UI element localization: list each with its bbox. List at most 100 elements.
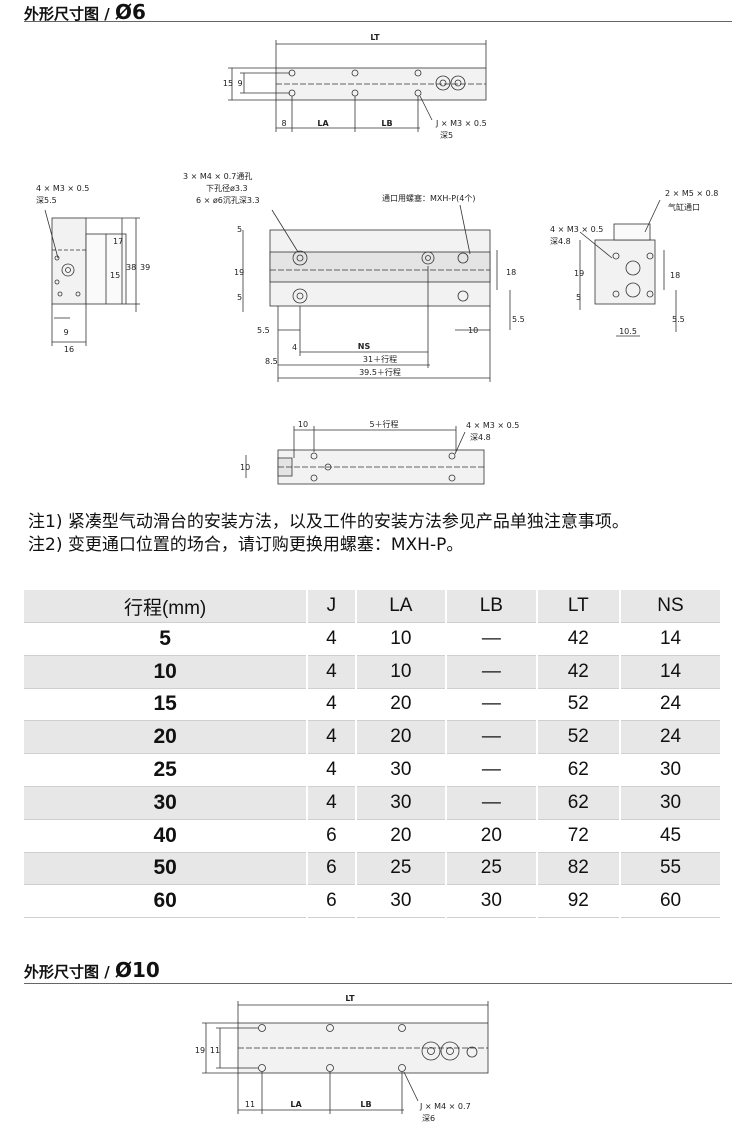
cell-lb: 20 (446, 819, 538, 853)
header-j: J (307, 590, 357, 623)
cell-stroke: 5 (24, 622, 309, 656)
label-h39: 39 (140, 263, 150, 272)
cell-la: 20 (355, 688, 448, 721)
label-bottom-thread: 4 × M3 × 0.5 (466, 421, 519, 430)
table-row: 60 6 30 30 92 60 (24, 884, 722, 918)
label-left-depth: 深5.5 (36, 196, 57, 205)
section-divider (24, 983, 732, 984)
label-counterbore: 6 × ø6沉孔深3.3 (196, 196, 260, 205)
bore-size-label: Ø10 (114, 958, 160, 982)
cell-lb: — (446, 655, 538, 689)
label-lb: LB (381, 119, 392, 128)
cell-ns: 55 (620, 852, 722, 885)
cell-la: 30 (355, 786, 448, 820)
label-bottom-stroke: 5＋行程 (369, 419, 398, 429)
label-bottom-h10: 10 (240, 463, 250, 472)
label-right-depth: 深4.8 (550, 237, 571, 246)
cell-ns: 30 (620, 786, 722, 820)
label-h38: 38 (126, 263, 136, 272)
notes: 注1) 紧凑型气动滑台的安装方法，以及工件的安装方法参见产品单独注意事项。 注2… (28, 511, 629, 557)
cell-la: 30 (355, 753, 448, 787)
label-ns: NS (358, 342, 371, 351)
cell-ns: 30 (620, 753, 722, 787)
cell-lb: — (446, 720, 538, 754)
label-bottom-w10: 10 (298, 420, 308, 429)
label-d8: 8 (281, 119, 286, 128)
label-s31: 31＋行程 (363, 354, 397, 364)
dimension-drawing-10: LT 19 11 11 LA LB J × M4 × 0.7 深6 (195, 994, 489, 1123)
label-right-h18: 18 (670, 271, 680, 280)
cell-ns: 14 (620, 655, 722, 689)
label-h9: 9 (237, 79, 242, 88)
table-header-row: 行程(mm) J LA LB LT NS (24, 590, 722, 623)
label-h11-10: 11 (210, 1046, 220, 1055)
header-stroke: 行程(mm) (24, 590, 309, 623)
label-j: J × M3 × 0.5 (435, 119, 487, 128)
cell-lt: 82 (536, 852, 622, 885)
cell-stroke: 40 (24, 819, 309, 853)
label-la-10: LA (290, 1100, 302, 1109)
label-pilot-hole: 下孔径ø3.3 (206, 183, 248, 193)
cell-stroke: 60 (24, 884, 309, 918)
section-title-6: 外形尺寸图 / Ø6 (24, 0, 146, 24)
label-right-h55: 5.5 (672, 315, 685, 324)
label-v55: 5.5 (512, 315, 525, 324)
cell-j: 4 (307, 655, 357, 689)
cell-ns: 24 (620, 720, 722, 754)
cell-stroke: 50 (24, 852, 309, 885)
label-right-h5: 5 (576, 293, 581, 302)
cell-lt: 42 (536, 655, 622, 689)
cell-lt: 72 (536, 819, 622, 853)
table-row: 20 4 20 — 52 24 (24, 720, 722, 754)
label-m4-thru: 3 × M4 × 0.7通孔 (183, 171, 252, 181)
label-d11-10: 11 (245, 1100, 255, 1109)
cell-stroke: 10 (24, 655, 309, 689)
cell-lt: 92 (536, 884, 622, 918)
section-title-10: 外形尺寸图 / Ø10 (24, 958, 160, 982)
cell-stroke: 30 (24, 786, 309, 820)
label-w85: 8.5 (265, 357, 278, 366)
label-w10: 10 (468, 326, 478, 335)
cell-lt: 52 (536, 688, 622, 721)
dimension-drawing-6: LT 15 9 8 LA LB J × M3 × 0.5 深5 4 × M3 ×… (36, 33, 718, 485)
cell-j: 6 (307, 852, 357, 885)
cell-lb: — (446, 786, 538, 820)
label-right-h19: 19 (574, 269, 584, 278)
label-j-10: J × M4 × 0.7 (419, 1102, 471, 1111)
section-divider (24, 21, 732, 22)
cell-ns: 60 (620, 884, 722, 918)
label-port-plug: 通口用螺塞：MXH-P(4个) (382, 193, 475, 203)
cell-ns: 24 (620, 688, 722, 721)
label-right-thread: 4 × M3 × 0.5 (550, 225, 603, 234)
table-row: 10 4 10 — 42 14 (24, 655, 722, 689)
label-left-thread: 4 × M3 × 0.5 (36, 184, 89, 193)
label-v5a: 5 (237, 225, 242, 234)
cell-la: 10 (355, 655, 448, 689)
cell-lb: 25 (446, 852, 538, 885)
table-row: 25 4 30 — 62 30 (24, 753, 722, 787)
bore-size-label: Ø6 (114, 0, 146, 24)
table-row: 5 4 10 — 42 14 (24, 622, 722, 656)
label-h19-10: 19 (195, 1046, 205, 1055)
label-w55: 5.5 (257, 326, 270, 335)
cell-j: 4 (307, 622, 357, 656)
cell-j: 6 (307, 819, 357, 853)
note-2: 注2) 变更通口位置的场合，请订购更换用螺塞：MXH-P。 (28, 535, 464, 555)
cell-lt: 62 (536, 753, 622, 787)
header-lt: LT (536, 590, 622, 623)
cell-j: 6 (307, 884, 357, 918)
cell-lt: 42 (536, 622, 622, 656)
cell-lb: — (446, 688, 538, 721)
cell-ns: 14 (620, 622, 722, 656)
section-title-text: 外形尺寸图 / (24, 5, 115, 23)
cell-stroke: 20 (24, 720, 309, 754)
cell-stroke: 25 (24, 753, 309, 787)
cell-la: 20 (355, 819, 448, 853)
cell-j: 4 (307, 720, 357, 754)
label-s395: 39.5＋行程 (359, 367, 401, 377)
label-h15: 15 (223, 79, 233, 88)
cell-lb: — (446, 753, 538, 787)
table-row: 40 6 20 20 72 45 (24, 819, 722, 853)
cell-lb: — (446, 622, 538, 656)
label-v18: 18 (506, 268, 516, 277)
